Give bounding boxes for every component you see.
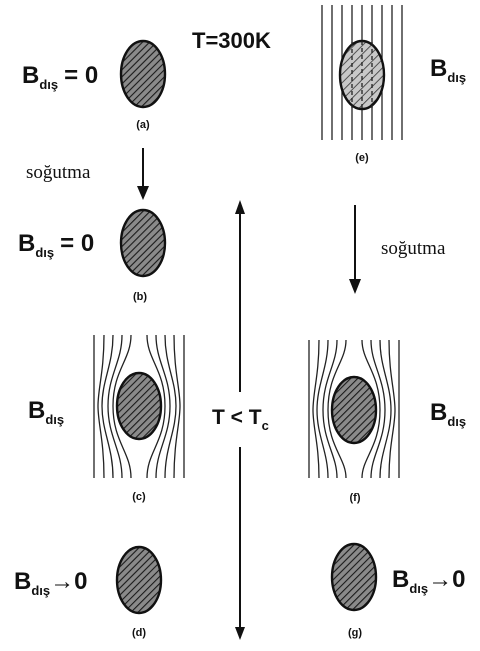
panel-label-f: (f) bbox=[350, 492, 361, 504]
cooling-arrowhead-right bbox=[349, 279, 361, 294]
field-label-a: Bdış= 0 bbox=[22, 62, 98, 92]
sample-c bbox=[117, 373, 161, 439]
field-label-g: Bdış→0 bbox=[392, 566, 466, 596]
field-label-e: Bdış bbox=[430, 55, 466, 85]
panel-a: Bdış= 0 (a) bbox=[22, 41, 165, 131]
sample-b bbox=[121, 210, 165, 276]
panel-label-c: (c) bbox=[132, 491, 146, 503]
field-label-d: Bdış→0 bbox=[14, 568, 88, 598]
field-label-c: Bdış bbox=[28, 397, 64, 427]
panel-d: Bdış→0 (d) bbox=[14, 547, 161, 639]
field-label-f: Bdış bbox=[430, 399, 466, 429]
temperature-mid: T < Tc bbox=[212, 406, 269, 433]
panel-f: (f) Bdış bbox=[309, 340, 466, 504]
sample-d bbox=[117, 547, 161, 613]
cooling-label-left: soğutma bbox=[26, 162, 91, 183]
panel-b: Bdış= 0 (b) bbox=[18, 210, 165, 303]
panel-g: (g) Bdış→0 bbox=[332, 544, 466, 639]
sample-f bbox=[332, 377, 376, 443]
panel-label-b: (b) bbox=[133, 291, 147, 303]
panel-label-e: (e) bbox=[355, 152, 369, 164]
panel-label-d: (d) bbox=[132, 627, 146, 639]
cooling-left: soğutma bbox=[26, 148, 149, 200]
panel-e: (e) Bdış bbox=[322, 5, 466, 164]
panel-c: Bdış (c) bbox=[28, 335, 184, 503]
cooling-arrowhead-left bbox=[137, 186, 149, 200]
temperature-range-arrow: T < Tc bbox=[212, 200, 269, 640]
cooling-right: soğutma bbox=[349, 205, 446, 294]
field-label-b: Bdış= 0 bbox=[18, 230, 94, 260]
panel-label-a: (a) bbox=[136, 119, 150, 131]
temperature-top: T=300K bbox=[192, 28, 271, 53]
sample-g bbox=[332, 544, 376, 610]
panel-label-g: (g) bbox=[348, 627, 362, 639]
sample-a bbox=[121, 41, 165, 107]
cooling-label-right: soğutma bbox=[381, 238, 446, 259]
